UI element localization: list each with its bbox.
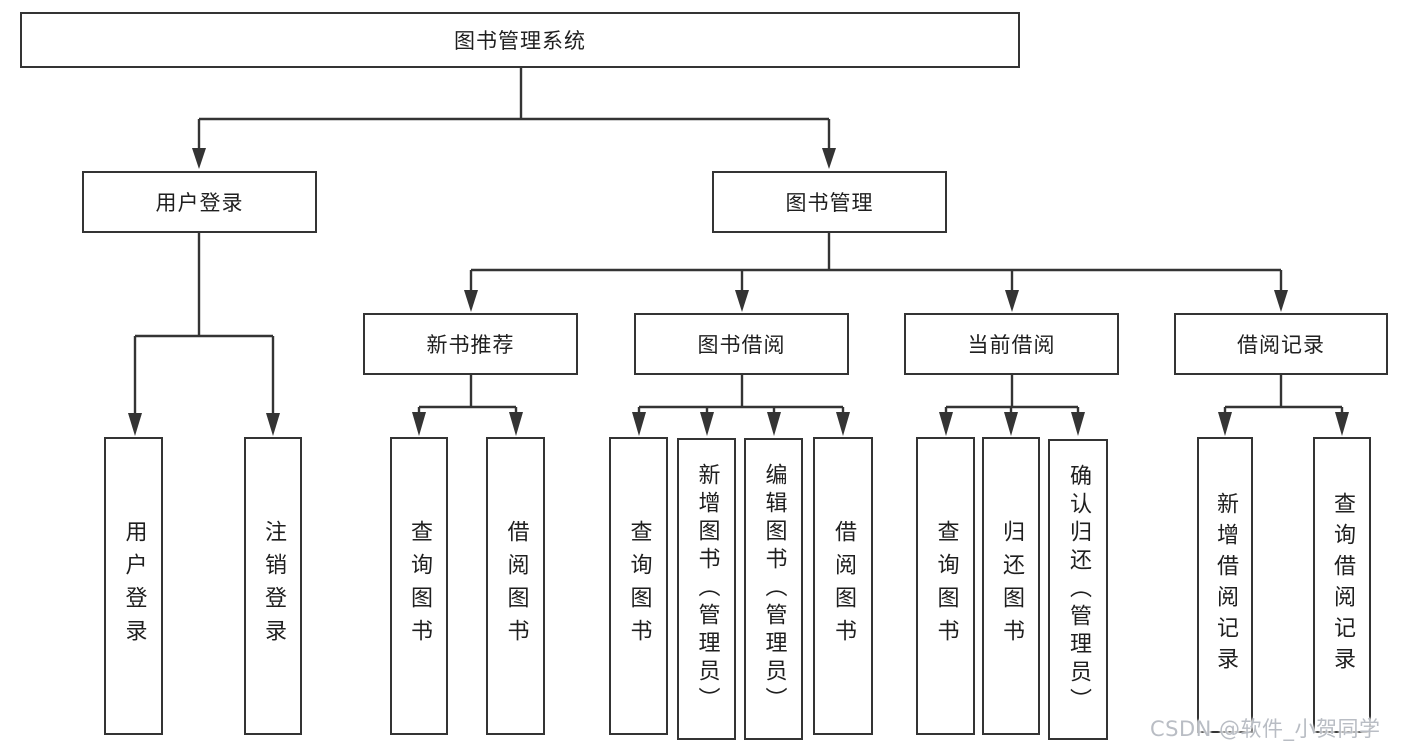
node-label: 新书推荐: [426, 333, 515, 357]
leaf-borrow-borrow-books: 借阅图书: [813, 437, 873, 735]
node-book-borrowing: 图书借阅: [634, 313, 849, 375]
node-label: 当前借阅: [967, 333, 1056, 357]
leaf-current-query-books: 查询图书: [916, 437, 975, 735]
leaf-current-confirm-return-admin: 确认归还（管理员）: [1048, 439, 1108, 740]
node-label: 查询图书: [407, 520, 432, 652]
leaf-records-add-record: 新增借阅记录: [1197, 437, 1253, 733]
node-label: 图书管理: [785, 191, 874, 215]
node-label: 借阅图书: [503, 520, 529, 652]
node-new-book-recommend: 新书推荐: [363, 313, 578, 375]
leaf-borrow-edit-books-admin: 编辑图书（管理员）: [744, 438, 803, 740]
node-label: 借阅图书: [831, 520, 856, 652]
node-label: 查询图书: [933, 520, 959, 652]
node-label: 确认归还（管理员）: [1066, 463, 1091, 716]
leaf-logout-login: 注销登录: [244, 437, 302, 735]
node-label: 新增图书（管理员）: [694, 463, 720, 715]
node-user-login: 用户登录: [82, 171, 317, 233]
node-label: 查询图书: [626, 520, 652, 652]
node-label: 注销登录: [261, 520, 286, 652]
node-label: 借阅记录: [1237, 333, 1325, 357]
node-label: 编辑图书（管理员）: [761, 463, 787, 715]
node-label: 新增借阅记录: [1213, 492, 1238, 678]
leaf-current-return-books: 归还图书: [982, 437, 1040, 735]
leaf-newbook-query-books: 查询图书: [390, 437, 448, 735]
node-label: 图书借阅: [697, 333, 786, 357]
leaf-user-login: 用户登录: [104, 437, 163, 735]
node-label: 归还图书: [999, 520, 1024, 652]
leaf-borrow-add-books-admin: 新增图书（管理员）: [677, 438, 736, 740]
leaf-records-query-record: 查询借阅记录: [1313, 437, 1371, 733]
leaf-newbook-borrow-books: 借阅图书: [486, 437, 545, 735]
node-borrow-records: 借阅记录: [1174, 313, 1388, 375]
node-label: 用户登录: [121, 520, 147, 652]
csdn-watermark: CSDN @软件_小贺同学: [1150, 717, 1381, 741]
node-label: 查询借阅记录: [1330, 492, 1355, 678]
node-book-management: 图书管理: [712, 171, 947, 233]
leaf-borrow-query-books: 查询图书: [609, 437, 668, 735]
node-label: 图书管理系统: [454, 29, 586, 53]
node-current-borrowing: 当前借阅: [904, 313, 1119, 375]
node-label: 用户登录: [155, 191, 244, 215]
node-library-system-root: 图书管理系统: [20, 12, 1020, 68]
